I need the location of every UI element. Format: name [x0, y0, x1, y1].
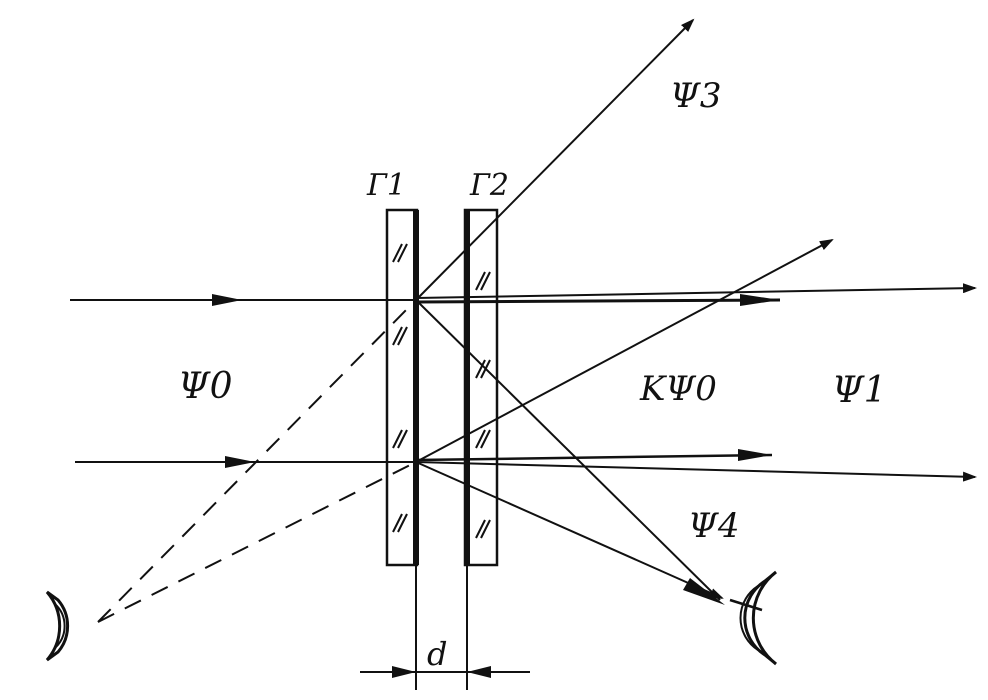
label-k-psi0: KΨ0: [639, 369, 717, 409]
virtual-ray-extensions: [97, 299, 417, 623]
plate-2-hatching: [475, 271, 491, 539]
gap-dimension: [360, 565, 530, 690]
eye-right: [729, 570, 777, 666]
label-psi4: Ψ4: [688, 506, 739, 546]
incident-rays: [70, 294, 416, 468]
eye-left: [45, 590, 70, 662]
label-psi0: Ψ0: [178, 366, 232, 407]
label-psi3: Ψ3: [670, 76, 721, 116]
label-psi1: Ψ1: [832, 370, 886, 411]
label-plate-1: Г1: [366, 168, 406, 203]
label-plate-2: Г2: [469, 168, 509, 203]
label-gap-d: d: [427, 635, 447, 673]
plate-1-hatching: [392, 243, 408, 533]
plate-1: [385, 208, 419, 567]
diffracted-rays: [415, 18, 834, 605]
plate-2: [463, 208, 499, 567]
